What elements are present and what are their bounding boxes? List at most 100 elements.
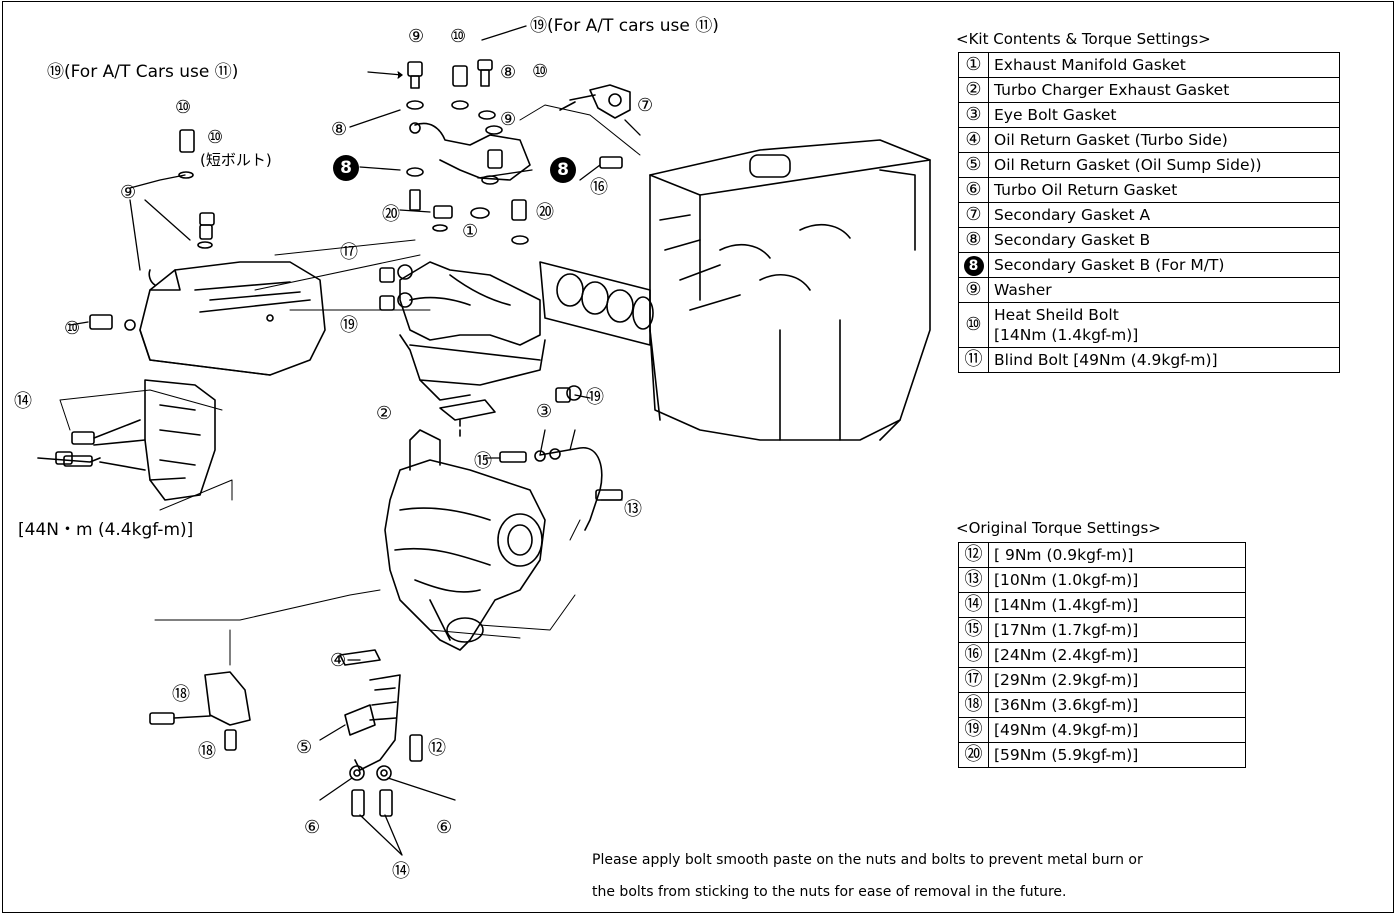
kit-row-number: ① xyxy=(958,52,989,78)
kit-row-number: ⑩ xyxy=(958,302,989,348)
torque-row-value: [29Nm (2.9kgf-m)] xyxy=(988,667,1246,693)
callout-19-top-right: ⑲(For A/T cars use ⑪) xyxy=(530,16,719,36)
kit-row-text: Turbo Charger Exhaust Gasket xyxy=(994,81,1230,99)
bracket xyxy=(149,671,251,751)
kit-row-text: Secondary Gasket B xyxy=(994,231,1151,249)
kit-row-text: Turbo Oil Return Gasket xyxy=(994,181,1178,199)
kit-row-text: Blind Bolt [49Nm (4.9kgf-m)] xyxy=(994,351,1218,369)
callout-10-top: ⑩ xyxy=(450,26,467,47)
filled-number-badge: 8 xyxy=(963,255,984,276)
kit-row-text: Exhaust Manifold Gasket xyxy=(994,56,1186,74)
callout-4: ④ xyxy=(330,650,347,671)
oil-feed-pipe xyxy=(499,447,623,531)
torque-row-number: ⑰ xyxy=(958,667,989,693)
top-hardware xyxy=(89,59,631,403)
callout-19-mid: ⑲ xyxy=(340,315,358,336)
callout-8-left: ⑧ xyxy=(331,119,348,140)
kit-row-label: Secondary Gasket B xyxy=(988,227,1340,253)
torque-row: ⑲[49Nm (4.9kgf-m)] xyxy=(958,717,1246,743)
callout-6-right: ⑥ xyxy=(436,817,453,838)
torque-row: ⑯[24Nm (2.4kgf-m)] xyxy=(958,642,1246,668)
kit-row-text: Eye Bolt Gasket xyxy=(994,106,1117,124)
callout-2: ② xyxy=(376,403,393,424)
callout-7: ⑦ xyxy=(637,95,654,116)
kit-table-title: <Kit Contents & Torque Settings> xyxy=(956,30,1211,48)
sensor-bolts xyxy=(37,419,146,471)
callout-12: ⑫ xyxy=(428,738,446,759)
kit-row-label: Oil Return Gasket (Turbo Side) xyxy=(988,127,1340,153)
callout-19-low: ⑲ xyxy=(586,387,604,408)
kit-row-label: Washer xyxy=(988,277,1340,303)
callout-14-bottom: ⑭ xyxy=(392,861,410,882)
callout-9-shield: ⑨ xyxy=(120,182,137,203)
callout-14-left: ⑭ xyxy=(14,391,32,412)
torque-row-number: ⑮ xyxy=(958,617,989,643)
torque-row-value: [14Nm (1.4kgf-m)] xyxy=(988,592,1246,618)
kit-row: ① Exhaust Manifold Gasket xyxy=(958,52,1340,78)
kit-contents-table: ① Exhaust Manifold Gasket ② Turbo Charger E… xyxy=(958,52,1340,373)
torque-row: ⑮[17Nm (1.7kgf-m)] xyxy=(958,617,1246,643)
kit-row: ⑥ Turbo Oil Return Gasket xyxy=(958,177,1340,203)
torque-row: ⑬[10Nm (1.0kgf-m)] xyxy=(958,567,1246,593)
kit-row-text: Secondary Gasket A xyxy=(994,206,1151,224)
arrow-lines xyxy=(69,25,641,856)
kit-row-label: Blind Bolt [49Nm (4.9kgf-m)] xyxy=(988,347,1340,373)
callout-3: ③ xyxy=(536,401,553,422)
callout-20-right: ⑳ xyxy=(536,202,554,223)
kit-row-label: Secondary Gasket A xyxy=(988,202,1340,228)
kit-row-number: ③ xyxy=(958,102,989,128)
torque-row-value: [ 9Nm (0.9kgf-m)] xyxy=(988,542,1246,568)
torque-row-number: ⑯ xyxy=(958,642,989,668)
original-torque-table: ⑫[ 9Nm (0.9kgf-m)]⑬[10Nm (1.0kgf-m)]⑭[14… xyxy=(958,542,1246,768)
kit-row: 8 Secondary Gasket B (For M/T) xyxy=(958,252,1340,278)
kit-row-number: ⑨ xyxy=(958,277,989,303)
callout-10-shield-left: ⑩ xyxy=(64,318,81,339)
kit-row-number: ⑥ xyxy=(958,177,989,203)
short-bolt-label: (短ボルト) xyxy=(200,151,272,169)
kit-row: ⑦ Secondary Gasket A xyxy=(958,202,1340,228)
torque-row-number: ⑲ xyxy=(958,717,989,743)
kit-row-text: Secondary Gasket B (For M/T) xyxy=(994,256,1225,274)
torque-row: ⑫[ 9Nm (0.9kgf-m)] xyxy=(958,542,1246,568)
kit-row-text: Oil Return Gasket (Oil Sump Side)) xyxy=(994,156,1262,174)
kit-row-number: ⑧ xyxy=(958,227,989,253)
callout-8-filled-left: 8 xyxy=(333,155,359,181)
torque-row-value: [49Nm (4.9kgf-m)] xyxy=(988,717,1246,743)
callout-1: ① xyxy=(462,221,479,242)
kit-row-number: 8 xyxy=(958,252,989,278)
callout-10-right: ⑩ xyxy=(532,61,549,82)
original-table-title: <Original Torque Settings> xyxy=(956,519,1161,537)
callout-19-top-left: ⑲(For A/T Cars use ⑪) xyxy=(47,62,239,82)
note-line-2: the bolts from sticking to the nuts for … xyxy=(592,884,1067,900)
kit-row-label: Turbo Oil Return Gasket xyxy=(988,177,1340,203)
engine-block xyxy=(649,139,931,441)
callout-8-filled-right: 8 xyxy=(550,157,576,183)
turbo-gasket xyxy=(439,399,496,421)
callout-9-mid: ⑨ xyxy=(500,109,517,130)
callout-9-top: ⑨ xyxy=(408,26,425,47)
kit-row-text: Washer xyxy=(994,281,1052,299)
torque-row-value: [10Nm (1.0kgf-m)] xyxy=(988,567,1246,593)
exhaust-manifold xyxy=(399,261,546,401)
kit-row-label: Exhaust Manifold Gasket xyxy=(988,52,1340,78)
callout-16: ⑯ xyxy=(590,177,608,198)
callout-20-left: ⑳ xyxy=(382,204,400,225)
torque-row-number: ⑫ xyxy=(958,542,989,568)
callout-8-top: ⑧ xyxy=(500,62,517,83)
kit-row-text: Oil Return Gasket (Turbo Side) xyxy=(994,131,1228,149)
kit-row-number: ② xyxy=(958,77,989,103)
torque-row-value: [24Nm (2.4kgf-m)] xyxy=(988,642,1246,668)
callout-17: ⑰ xyxy=(340,242,358,263)
kit-row-label: Secondary Gasket B (For M/T) xyxy=(988,252,1340,278)
callout-15: ⑮ xyxy=(474,451,492,472)
callout-5: ⑤ xyxy=(296,737,313,758)
torque-row: ⑭[14Nm (1.4kgf-m)] xyxy=(958,592,1246,618)
torque-row-number: ⑬ xyxy=(958,567,989,593)
callout-10-shield-top: ⑩ xyxy=(175,97,192,118)
kit-row-number: ⑦ xyxy=(958,202,989,228)
leader-lines xyxy=(59,104,641,666)
